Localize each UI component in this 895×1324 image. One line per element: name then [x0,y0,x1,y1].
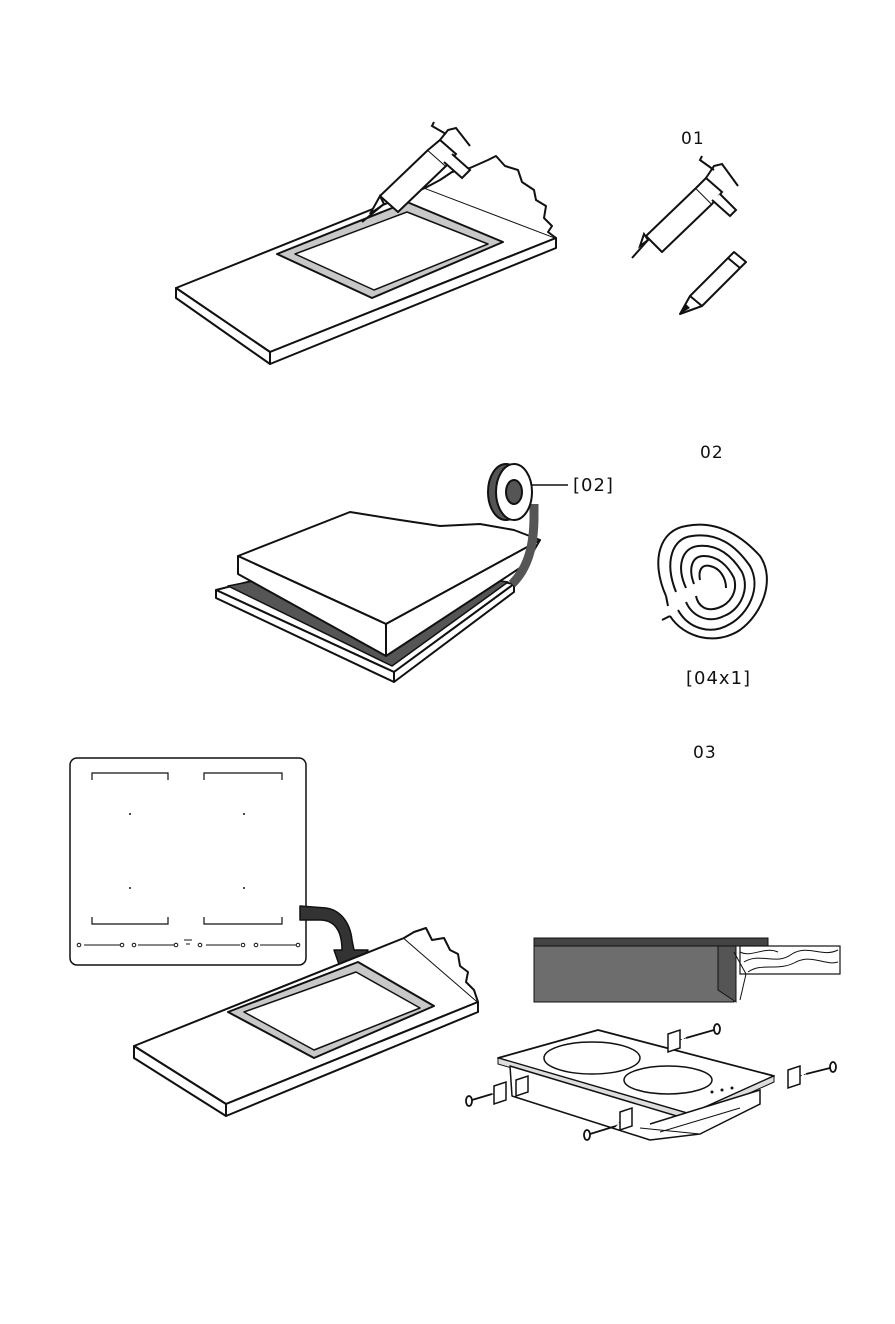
worktop-section [740,946,840,974]
hob-glass-edge [534,938,768,946]
step-02-hob-sealing-tape [216,464,568,682]
cooking-zone [624,1066,712,1094]
hob-bracket-assembly [466,1024,836,1140]
strip-quantity-label: [04x1] [686,668,751,689]
hob-cross-section [534,938,840,1002]
step-01-tools [632,156,746,314]
step-01-countertop-sealing [176,122,556,364]
hob-top-view [70,758,306,965]
tape-callout-label: [02] [573,475,614,496]
sealant-gun-icon [632,156,738,258]
hob-body-section [534,946,734,1002]
step-03-number: 03 [693,743,717,763]
sealing-strip-coil-icon [658,525,767,639]
pencil-icon [680,252,746,314]
step-02-number: 02 [700,443,724,463]
tape-roll-icon [488,464,532,520]
cooking-zone [544,1042,640,1074]
step-01-number: 01 [681,129,705,149]
